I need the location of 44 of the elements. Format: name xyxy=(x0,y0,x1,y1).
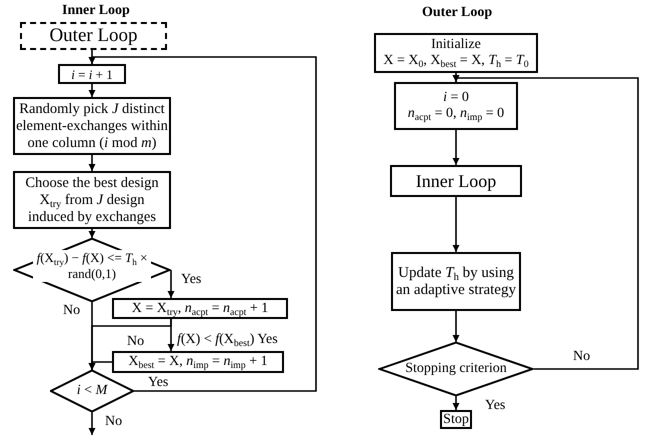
step-text: n$_{acpt}$ = 0, n$_{imp}$ = 0 xyxy=(408,106,504,122)
arrow xyxy=(88,229,96,238)
process-box xyxy=(394,82,518,130)
loop-box xyxy=(20,22,167,50)
decision-text: Stopping criterion xyxy=(405,361,507,377)
step-text: Initialize xyxy=(431,37,481,53)
step-text: Randomly pick J distinct element-exchanges within one column (i mod m) xyxy=(15,100,169,152)
arrow xyxy=(452,130,460,165)
step-text: Update T$_{h}$ by using an adaptive strategy xyxy=(395,264,517,298)
arrow xyxy=(452,75,639,370)
process-box xyxy=(374,33,538,73)
process-box xyxy=(112,351,284,373)
arrow xyxy=(88,412,96,435)
arrow xyxy=(88,56,317,392)
step-text: Stop xyxy=(443,412,469,428)
step-text: Inner Loop xyxy=(416,170,496,192)
decision-text: f(X$_{try}$) − f(X) <= T$_{h}$ × rand(0,1) xyxy=(33,250,151,282)
step-text: X$_{best}$ = X, n$_{imp}$ = n$_{imp}$ + 1 xyxy=(128,354,268,370)
arrow xyxy=(452,396,460,410)
decision-diamond xyxy=(378,342,534,396)
decision-diamond xyxy=(13,238,171,302)
edge-label: f(X) < f(X$_{best}$) Yes xyxy=(176,332,279,347)
process-box xyxy=(391,252,521,311)
decision-diamond xyxy=(50,370,134,412)
heading: Outer Loop xyxy=(422,5,492,21)
arrow xyxy=(452,311,460,342)
process-box xyxy=(390,165,522,197)
step-text: i = 0 xyxy=(443,90,469,106)
process-box xyxy=(58,64,126,84)
step-text: X = X$_{try}$, n$_{acpt}$ = n$_{acpt}$ + 1 xyxy=(132,300,268,316)
process-box xyxy=(13,171,171,229)
step-text: Choose the best design X$_{try}$ from J design induced by exchanges xyxy=(24,174,160,226)
step-text: X = X$_{0}$, X$_{best}$ = X, T$_{h}$ = T$_{0}$ xyxy=(383,53,529,69)
arrow xyxy=(88,155,96,171)
heading: Inner Loop xyxy=(62,3,130,19)
arrow xyxy=(88,84,96,97)
process-box xyxy=(112,298,288,319)
arrow xyxy=(452,197,460,252)
decision-text: i < M xyxy=(76,383,108,399)
step-text: i = i + 1 xyxy=(71,66,113,82)
arrow xyxy=(88,361,112,370)
terminal-box xyxy=(440,410,472,429)
step-text: Outer Loop xyxy=(49,25,138,47)
arrow xyxy=(168,270,174,298)
